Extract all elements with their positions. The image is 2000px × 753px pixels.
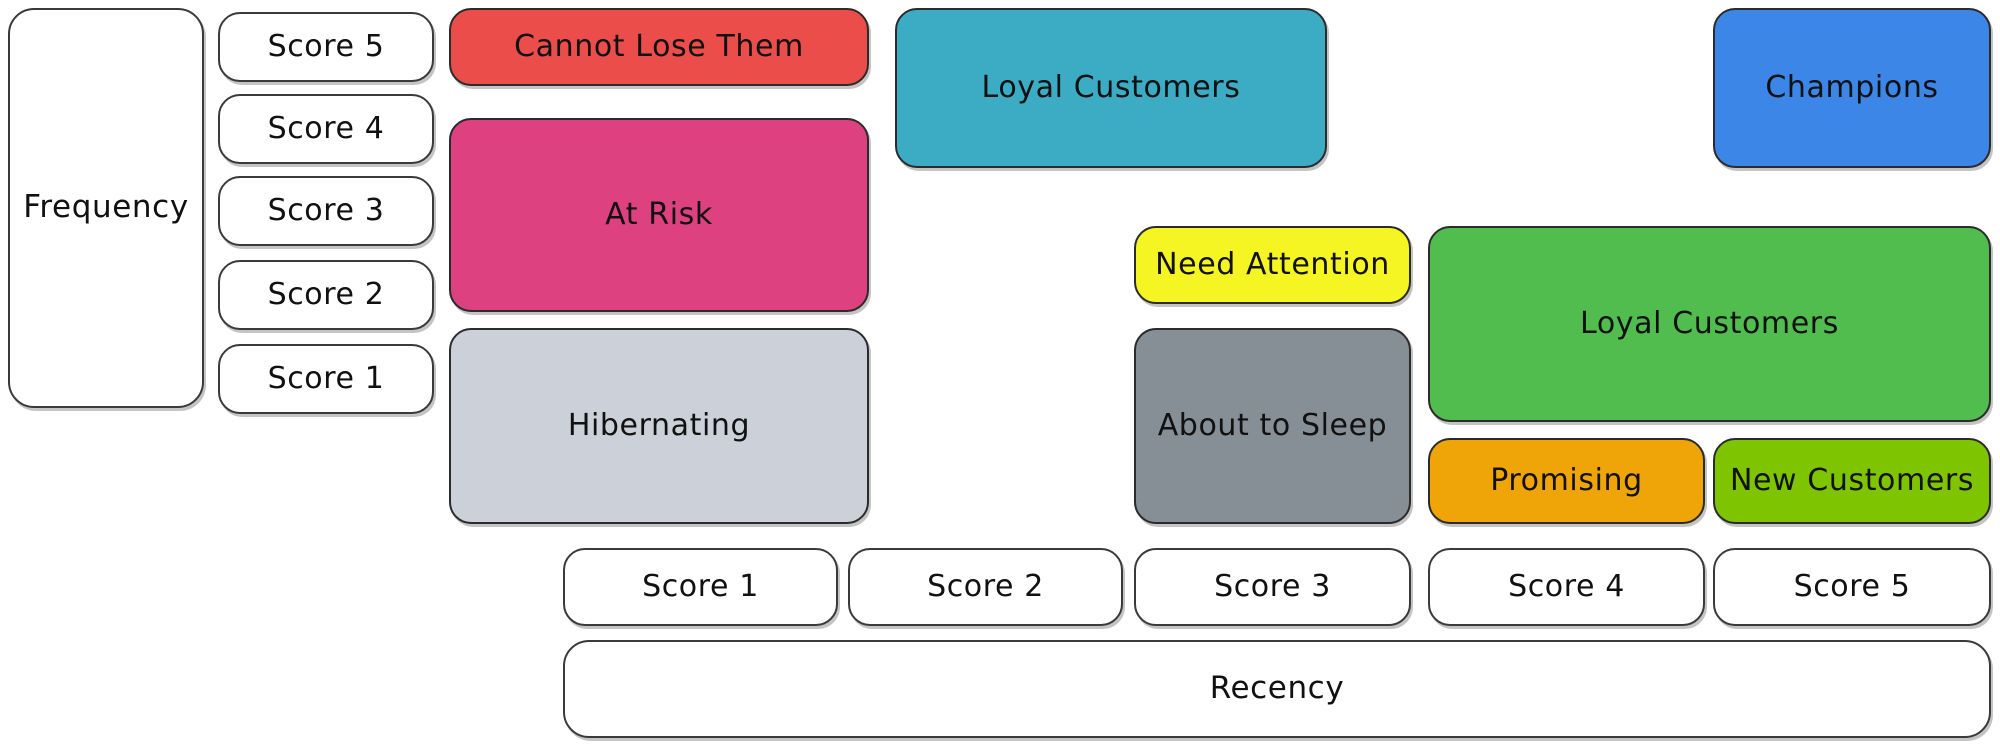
segment-loyal-customers-top[interactable]: Loyal Customers: [895, 8, 1327, 168]
segment-at-risk-label: At Risk: [605, 196, 713, 232]
frequency-axis-label: Frequency: [8, 8, 204, 408]
segment-about-to-sleep-label: About to Sleep: [1157, 407, 1388, 443]
frequency-score-1-label: Score 1: [267, 360, 385, 396]
segment-loyal-customers-top-label: Loyal Customers: [981, 69, 1241, 105]
segment-cannot-lose-them[interactable]: Cannot Lose Them: [449, 8, 869, 86]
frequency-score-5[interactable]: Score 5: [218, 12, 434, 82]
segment-champions[interactable]: Champions: [1713, 8, 1991, 168]
segment-need-attention-label: Need Attention: [1155, 246, 1390, 282]
frequency-score-4[interactable]: Score 4: [218, 94, 434, 164]
segment-need-attention[interactable]: Need Attention: [1134, 226, 1411, 304]
segment-hibernating[interactable]: Hibernating: [449, 328, 869, 524]
segment-about-to-sleep[interactable]: About to Sleep: [1134, 328, 1411, 524]
frequency-score-1[interactable]: Score 1: [218, 344, 434, 414]
segment-new-customers-label: New Customers: [1729, 462, 1975, 498]
segment-loyal-customers-mid-label: Loyal Customers: [1580, 305, 1839, 341]
recency-score-4-label: Score 4: [1508, 568, 1625, 604]
recency-score-1[interactable]: Score 1: [563, 548, 838, 626]
segment-promising-label: Promising: [1490, 462, 1643, 498]
recency-score-5-label: Score 5: [1793, 568, 1911, 604]
segment-loyal-customers-mid[interactable]: Loyal Customers: [1428, 226, 1991, 422]
recency-axis-text: Recency: [1209, 670, 1345, 707]
segment-champions-label: Champions: [1765, 69, 1939, 105]
frequency-score-5-label: Score 5: [267, 28, 385, 64]
frequency-score-2-label: Score 2: [267, 276, 385, 312]
frequency-score-3-label: Score 3: [267, 192, 385, 228]
segment-cannot-lose-them-label: Cannot Lose Them: [514, 28, 804, 64]
frequency-axis-text: Frequency: [23, 189, 189, 226]
recency-score-3[interactable]: Score 3: [1134, 548, 1411, 626]
frequency-score-2[interactable]: Score 2: [218, 260, 434, 330]
segment-promising[interactable]: Promising: [1428, 438, 1705, 524]
segment-at-risk[interactable]: At Risk: [449, 118, 869, 312]
recency-score-4[interactable]: Score 4: [1428, 548, 1705, 626]
recency-score-5[interactable]: Score 5: [1713, 548, 1991, 626]
frequency-score-3[interactable]: Score 3: [218, 176, 434, 246]
segment-hibernating-label: Hibernating: [567, 407, 751, 443]
segment-new-customers[interactable]: New Customers: [1713, 438, 1991, 524]
frequency-score-4-label: Score 4: [267, 110, 385, 146]
recency-score-2-label: Score 2: [927, 568, 1044, 604]
recency-score-1-label: Score 1: [642, 568, 759, 604]
recency-score-3-label: Score 3: [1214, 568, 1331, 604]
recency-axis-label: Recency: [563, 640, 1991, 738]
recency-score-2[interactable]: Score 2: [848, 548, 1123, 626]
